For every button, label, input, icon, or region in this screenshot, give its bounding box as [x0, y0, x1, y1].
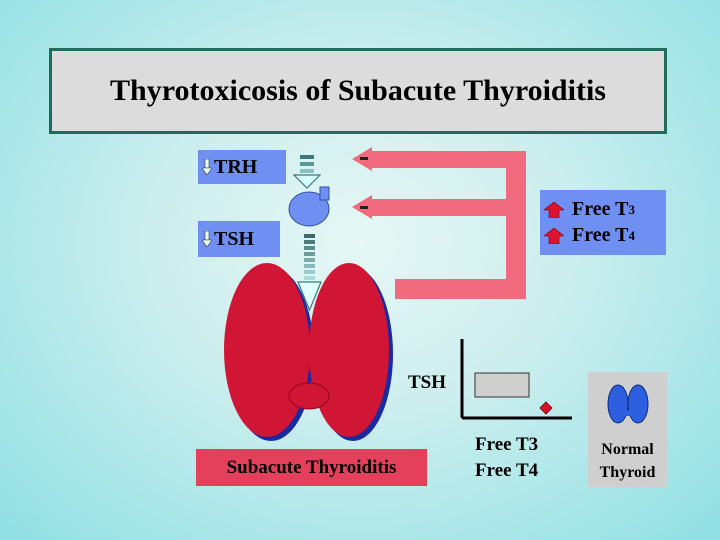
pituitary-gland: [288, 186, 330, 227]
minus-sign-tsh: [360, 206, 368, 209]
decrease-arrow-icon: [202, 231, 212, 247]
free-t3-subscript: 3: [628, 201, 635, 217]
increase-arrow-icon: [544, 227, 564, 244]
normal-line2: Thyroid: [599, 464, 656, 481]
graph-axes: [460, 339, 572, 420]
free-t4-label: Free T: [572, 224, 629, 246]
patient-data-point: [539, 401, 553, 415]
minus-sign-trh: [360, 157, 368, 160]
normal-range-box: [474, 372, 530, 398]
trh-flow-arrow: [292, 155, 322, 189]
thyroid-gland: [224, 263, 393, 441]
trh-box: TRH: [198, 150, 286, 184]
increase-arrow-icon: [544, 201, 564, 218]
feedback-arrow: [352, 147, 526, 299]
title-box: Thyrotoxicosis of Subacute Thyroiditis: [49, 48, 667, 134]
tsh-flow-arrow: [297, 234, 322, 312]
free-t3-label: Free T: [572, 198, 629, 220]
normal-thyroid-box: Normal Thyroid: [588, 372, 667, 487]
condition-label: Subacute Thyroiditis: [226, 456, 397, 478]
graph-x-label-line2: Free T4: [475, 460, 539, 481]
trh-label: TRH: [214, 155, 258, 178]
slide-title: Thyrotoxicosis of Subacute Thyroiditis: [110, 74, 606, 107]
free-t4-subscript: 4: [628, 227, 635, 243]
graph-x-label: Free T3 Free T4: [475, 432, 538, 484]
graph-y-label: TSH: [408, 372, 447, 393]
tsh-box: TSH: [198, 221, 280, 257]
graph-x-label-line1: Free T3: [475, 434, 539, 455]
normal-thyroid-caption: Normal Thyroid: [588, 438, 667, 484]
normal-line1: Normal: [601, 441, 654, 458]
decrease-arrow-icon: [202, 159, 212, 175]
tsh-label: TSH: [214, 227, 255, 250]
condition-label-box: Subacute Thyroiditis: [196, 449, 427, 486]
